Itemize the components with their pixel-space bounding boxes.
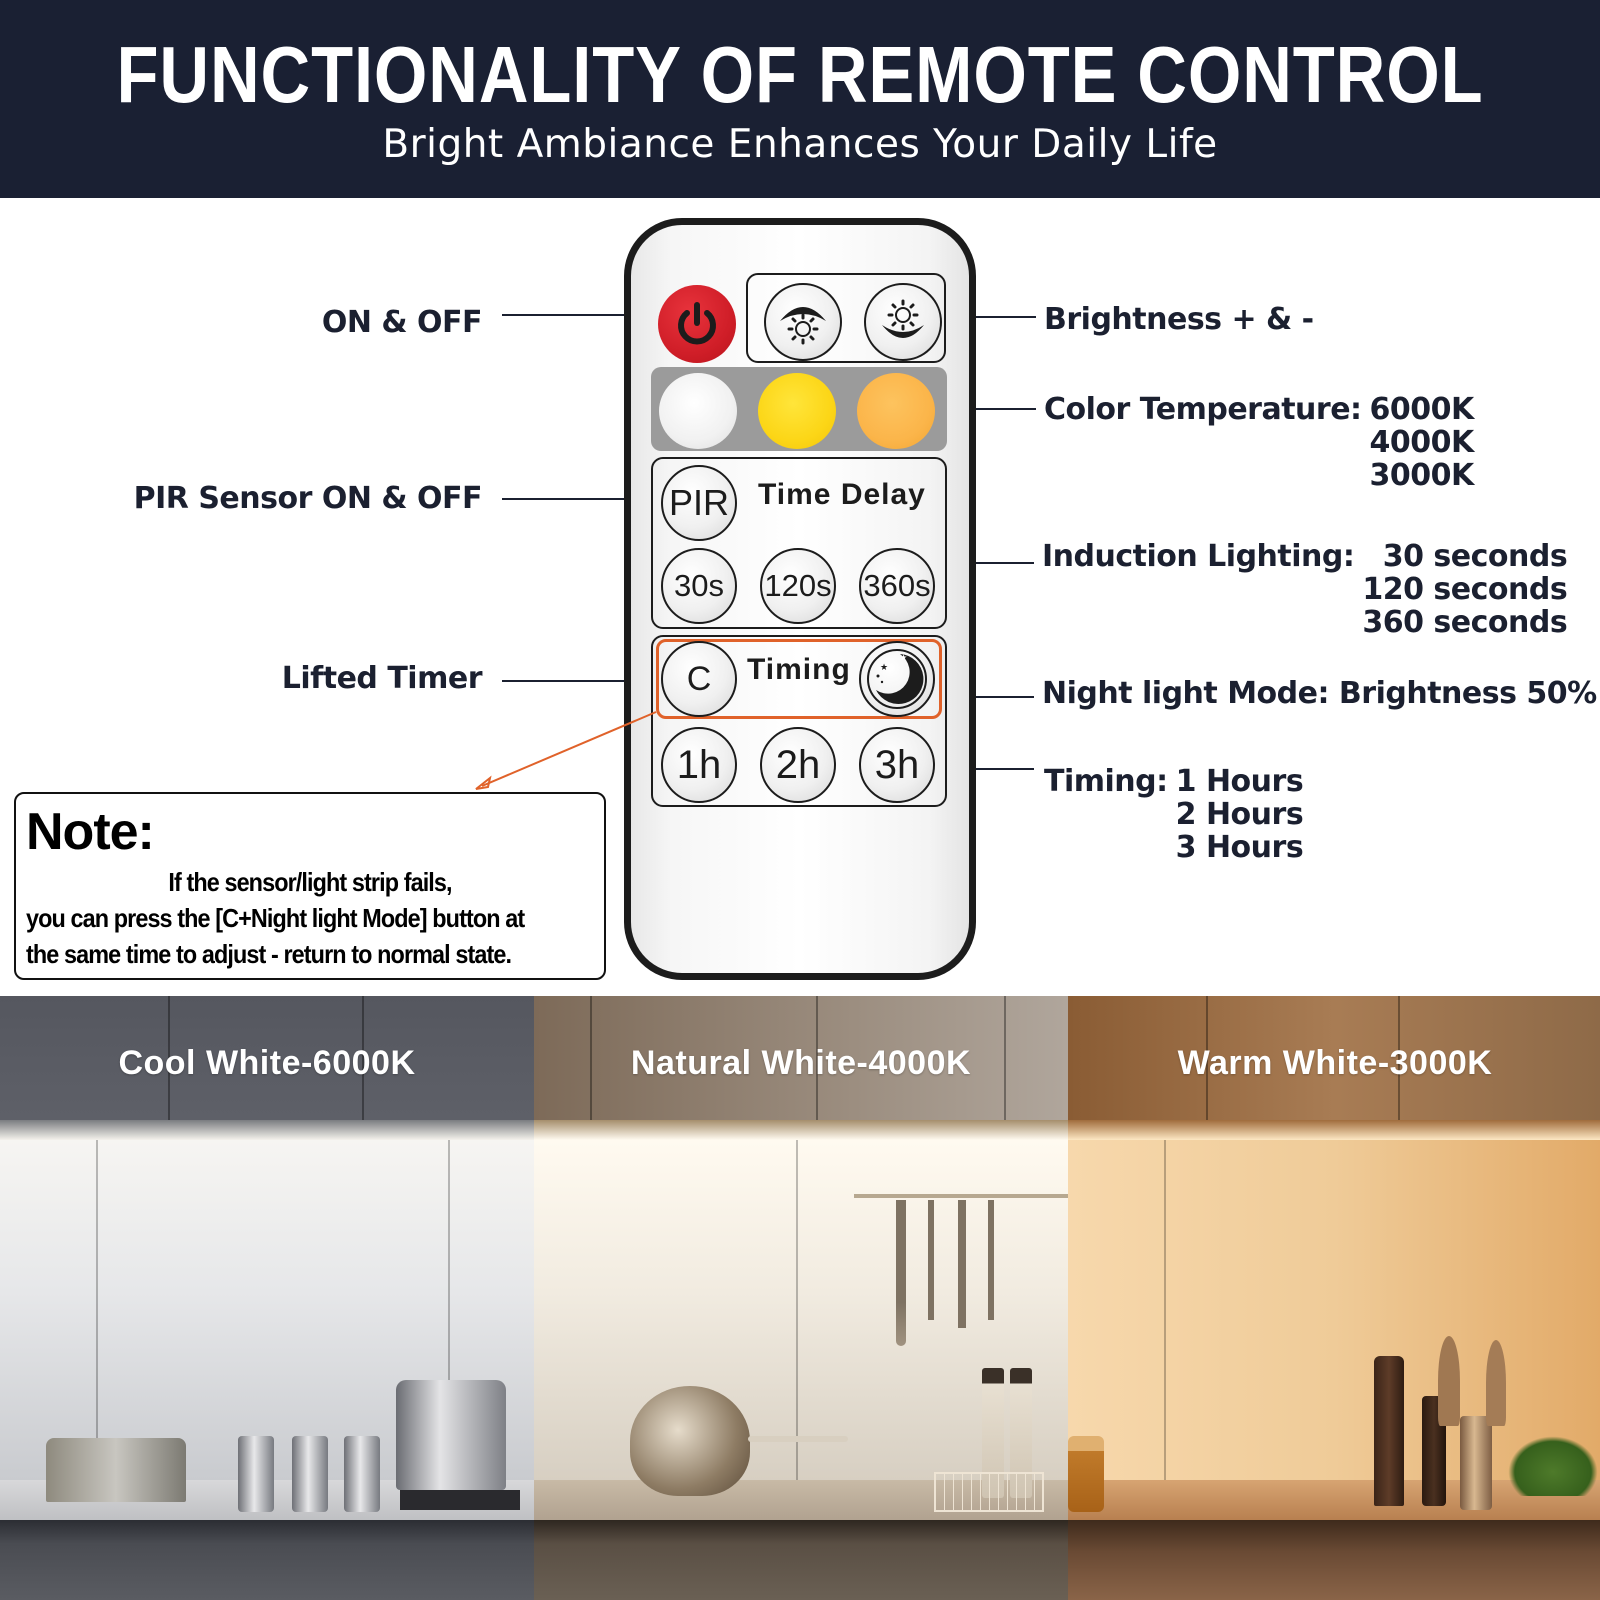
callout-color-temperature: Color Temperature: 6000K 4000K 3000K xyxy=(1044,393,1474,492)
canister xyxy=(344,1436,380,1512)
induction-value: 360 seconds xyxy=(1362,605,1568,640)
panel-label-warm: Warm White-3000K xyxy=(1177,1044,1493,1082)
delay-30s-button[interactable]: 30s xyxy=(661,548,737,624)
canister xyxy=(292,1436,328,1512)
clear-c-button[interactable]: C xyxy=(661,641,737,717)
panel-label-cool: Cool White-6000K xyxy=(118,1044,416,1082)
callout-line-timing xyxy=(938,768,1034,770)
power-button[interactable] xyxy=(658,285,736,363)
note-line: If the sensor/light strip fails, xyxy=(168,867,452,897)
pepper-mill xyxy=(1374,1356,1404,1506)
delay-120s-button[interactable]: 120s xyxy=(760,548,836,624)
induction-label: Induction Lighting: xyxy=(1042,539,1355,574)
canister xyxy=(238,1436,274,1512)
night-light-button[interactable]: ★ ★ xyxy=(859,641,935,717)
timing-value: 1 Hours xyxy=(1175,764,1304,799)
ladle xyxy=(928,1200,934,1320)
page-title: FUNCTIONALITY OF REMOTE CONTROL xyxy=(116,30,1484,119)
callout-line-lifted-timer xyxy=(502,680,662,682)
kitchen-lighting-comparison: Cool White-6000K Natural White-4000K xyxy=(0,996,1600,1600)
stock-pot xyxy=(396,1380,506,1490)
power-icon xyxy=(678,302,716,345)
delay-360s-button[interactable]: 360s xyxy=(859,548,935,624)
pir-button[interactable]: PIR xyxy=(661,465,737,541)
timer-3h-button[interactable]: 3h xyxy=(859,727,935,803)
callout-induction-lighting: Induction Lighting: 30 seconds 120 secon… xyxy=(1042,539,1568,640)
brightness-button-group xyxy=(746,273,946,363)
callout-line-night-light xyxy=(932,696,1034,698)
fork xyxy=(988,1200,994,1320)
callout-pir-sensor: PIR Sensor ON & OFF xyxy=(133,481,483,516)
time-delay-group xyxy=(651,457,947,629)
timer-1h-button[interactable]: 1h xyxy=(661,727,737,803)
svg-text:★: ★ xyxy=(900,653,907,662)
wok xyxy=(630,1386,750,1496)
note-body: If the sensor/light strip fails, you can… xyxy=(26,864,594,972)
svg-text:★: ★ xyxy=(880,663,888,673)
note-pointer-arrow xyxy=(475,711,657,790)
note-line: the same time to adjust - return to norm… xyxy=(26,939,512,969)
natural-white-button[interactable] xyxy=(758,373,836,449)
remote-control: PIR Time Delay 30s 120s 360s C Timing ★ … xyxy=(624,218,976,980)
callout-timing: Timing: 1 Hours 2 Hours 3 Hours xyxy=(1044,764,1304,865)
toaster xyxy=(46,1438,186,1502)
utensil-holder xyxy=(1460,1416,1492,1510)
warm-white-button[interactable] xyxy=(857,373,935,449)
callout-night-light: Night light Mode: Brightness 50% xyxy=(1042,676,1597,711)
spatula xyxy=(958,1200,966,1328)
cool-white-button[interactable] xyxy=(659,373,737,449)
callout-line-brightness xyxy=(936,316,1036,318)
induction-value: 30 seconds xyxy=(1382,539,1568,574)
color-temp-value: 6000K xyxy=(1369,392,1475,427)
oil-bottle xyxy=(1010,1368,1032,1498)
callout-lifted-timer: Lifted Timer xyxy=(281,661,483,696)
wooden-spoon xyxy=(1486,1340,1506,1426)
timing-value: 2 Hours xyxy=(1175,797,1304,832)
panel-warm-white: Warm White-3000K xyxy=(1068,996,1600,1600)
whisk xyxy=(896,1200,906,1346)
color-temp-value: 4000K xyxy=(1369,425,1475,460)
c-night-highlight xyxy=(656,639,942,719)
color-temp-label: Color Temperature: xyxy=(1044,392,1362,427)
timing-label: Timing: xyxy=(1044,764,1168,799)
header-banner: FUNCTIONALITY OF REMOTE CONTROL Bright A… xyxy=(0,0,1600,198)
brightness-up-button[interactable] xyxy=(764,283,842,361)
note-line: you can press the [C+Night light Mode] b… xyxy=(26,903,525,933)
brightness-down-button[interactable] xyxy=(864,283,942,361)
wooden-spoon xyxy=(1438,1336,1460,1426)
timing-value: 3 Hours xyxy=(1175,830,1304,865)
induction-value: 120 seconds xyxy=(1362,572,1568,607)
wok-handle xyxy=(748,1436,848,1442)
stove-burner xyxy=(400,1490,520,1510)
utensil-rail xyxy=(854,1194,1068,1198)
panel-natural-white: Natural White-4000K xyxy=(534,996,1068,1600)
note-title: Note: xyxy=(26,803,155,861)
herb-plant xyxy=(1508,1436,1598,1496)
callout-brightness: Brightness + & - xyxy=(1044,302,1314,337)
timing-group xyxy=(651,635,947,807)
time-delay-label: Time Delay xyxy=(758,478,926,511)
note-box: Note: If the sensor/light strip fails, y… xyxy=(14,792,606,980)
brightness-down-icon xyxy=(882,299,924,338)
callout-on-off: ON & OFF xyxy=(321,305,483,340)
panel-label-natural: Natural White-4000K xyxy=(630,1044,972,1082)
oil-bottle xyxy=(982,1368,1004,1498)
color-temp-value: 3000K xyxy=(1369,458,1475,493)
callout-line-color-temp xyxy=(938,408,1036,410)
moon-icon: ★ ★ xyxy=(867,649,927,709)
page-subtitle: Bright Ambiance Enhances Your Daily Life xyxy=(382,122,1218,167)
honey-jar xyxy=(1068,1436,1104,1512)
callout-line-pir xyxy=(502,498,662,500)
timing-label: Timing xyxy=(747,653,851,686)
callout-line-induction xyxy=(930,562,1034,564)
wire-basket xyxy=(934,1472,1044,1512)
timer-2h-button[interactable]: 2h xyxy=(760,727,836,803)
callout-line-on-off xyxy=(502,314,660,316)
brightness-up-icon xyxy=(780,307,826,345)
panel-cool-white: Cool White-6000K xyxy=(0,996,534,1600)
